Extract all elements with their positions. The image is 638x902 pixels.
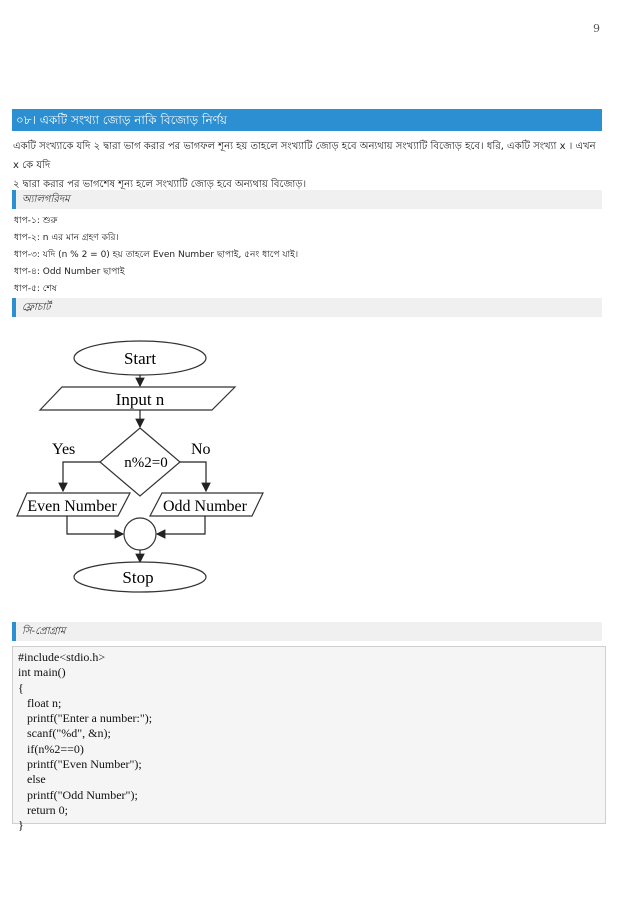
- algorithm-step-1: ধাপ-১: শুরু: [14, 216, 58, 226]
- input-label: Input n: [116, 390, 165, 409]
- intro-line-1: একটি সংখ্যাকে যদি ২ দ্বারা ভাগ করার পর ভ…: [13, 141, 596, 171]
- odd-output-box: [149, 492, 264, 517]
- algorithm-heading: অ্যালগরিদম: [12, 190, 602, 209]
- algorithm-step-5: ধাপ-৫: শেষ: [14, 284, 57, 294]
- algorithm-steps: ধাপ-১: শুরু ধাপ-২: n এর মান গ্রহণ করি। ধ…: [14, 213, 298, 298]
- intro-line-2: ২ দ্বারা করার পর ভাগশেষ শূন্য হলে সংখ্যা…: [13, 179, 307, 190]
- page-number: 9: [593, 22, 600, 35]
- no-label: No: [191, 441, 211, 458]
- connector-circle: [123, 517, 157, 551]
- intro-paragraph: একটি সংখ্যাকে যদি ২ দ্বারা ভাগ করার পর ভ…: [13, 137, 603, 194]
- flowchart-heading: ফ্লোচার্ট: [12, 298, 602, 317]
- condition-label: n%2=0: [124, 455, 167, 471]
- program-heading: সি-প্রোগ্রাম: [12, 622, 602, 641]
- code-line: if(n%2==0): [18, 741, 84, 756]
- flowchart-diagram: Start Input n n%2=0 Yes No Even Number O…: [16, 340, 264, 593]
- code-line: scanf("%d", &n);: [18, 726, 111, 741]
- even-output-box: [16, 492, 131, 517]
- code-line: printf("Even Number");: [18, 757, 142, 772]
- start-label: Start: [124, 349, 156, 368]
- condition-diamond: [99, 427, 181, 497]
- code-line: #include<stdio.h>: [18, 650, 106, 664]
- code-line: }: [18, 818, 24, 833]
- input-box: [38, 386, 237, 411]
- code-line: else: [18, 772, 46, 787]
- code-line: {: [18, 680, 24, 695]
- yes-label: Yes: [52, 441, 75, 458]
- algorithm-step-4: ধাপ-৪: Odd Number ছাপাই: [14, 267, 125, 277]
- even-label: Even Number: [27, 498, 117, 515]
- stop-terminal: [73, 561, 207, 593]
- code-block: #include<stdio.h> int main() { float n; …: [12, 646, 606, 832]
- code-line: int main(): [18, 665, 66, 680]
- code-line: printf("Enter a number:");: [18, 711, 153, 726]
- code-line: printf("Odd Number");: [18, 787, 138, 802]
- section-title: ০৮। একটি সংখ্যা জোড় নাকি বিজোড় নির্ণয়: [12, 109, 602, 131]
- odd-label: Odd Number: [163, 498, 248, 515]
- stop-label: Stop: [122, 568, 153, 587]
- algorithm-step-3: ধাপ-৩: যদি (n % 2 = 0) হয় তাহলে Even Nu…: [14, 250, 299, 260]
- code-line: return 0;: [18, 802, 68, 817]
- algorithm-step-2: ধাপ-২: n এর মান গ্রহণ করি।: [14, 233, 119, 243]
- code-line: float n;: [18, 695, 62, 710]
